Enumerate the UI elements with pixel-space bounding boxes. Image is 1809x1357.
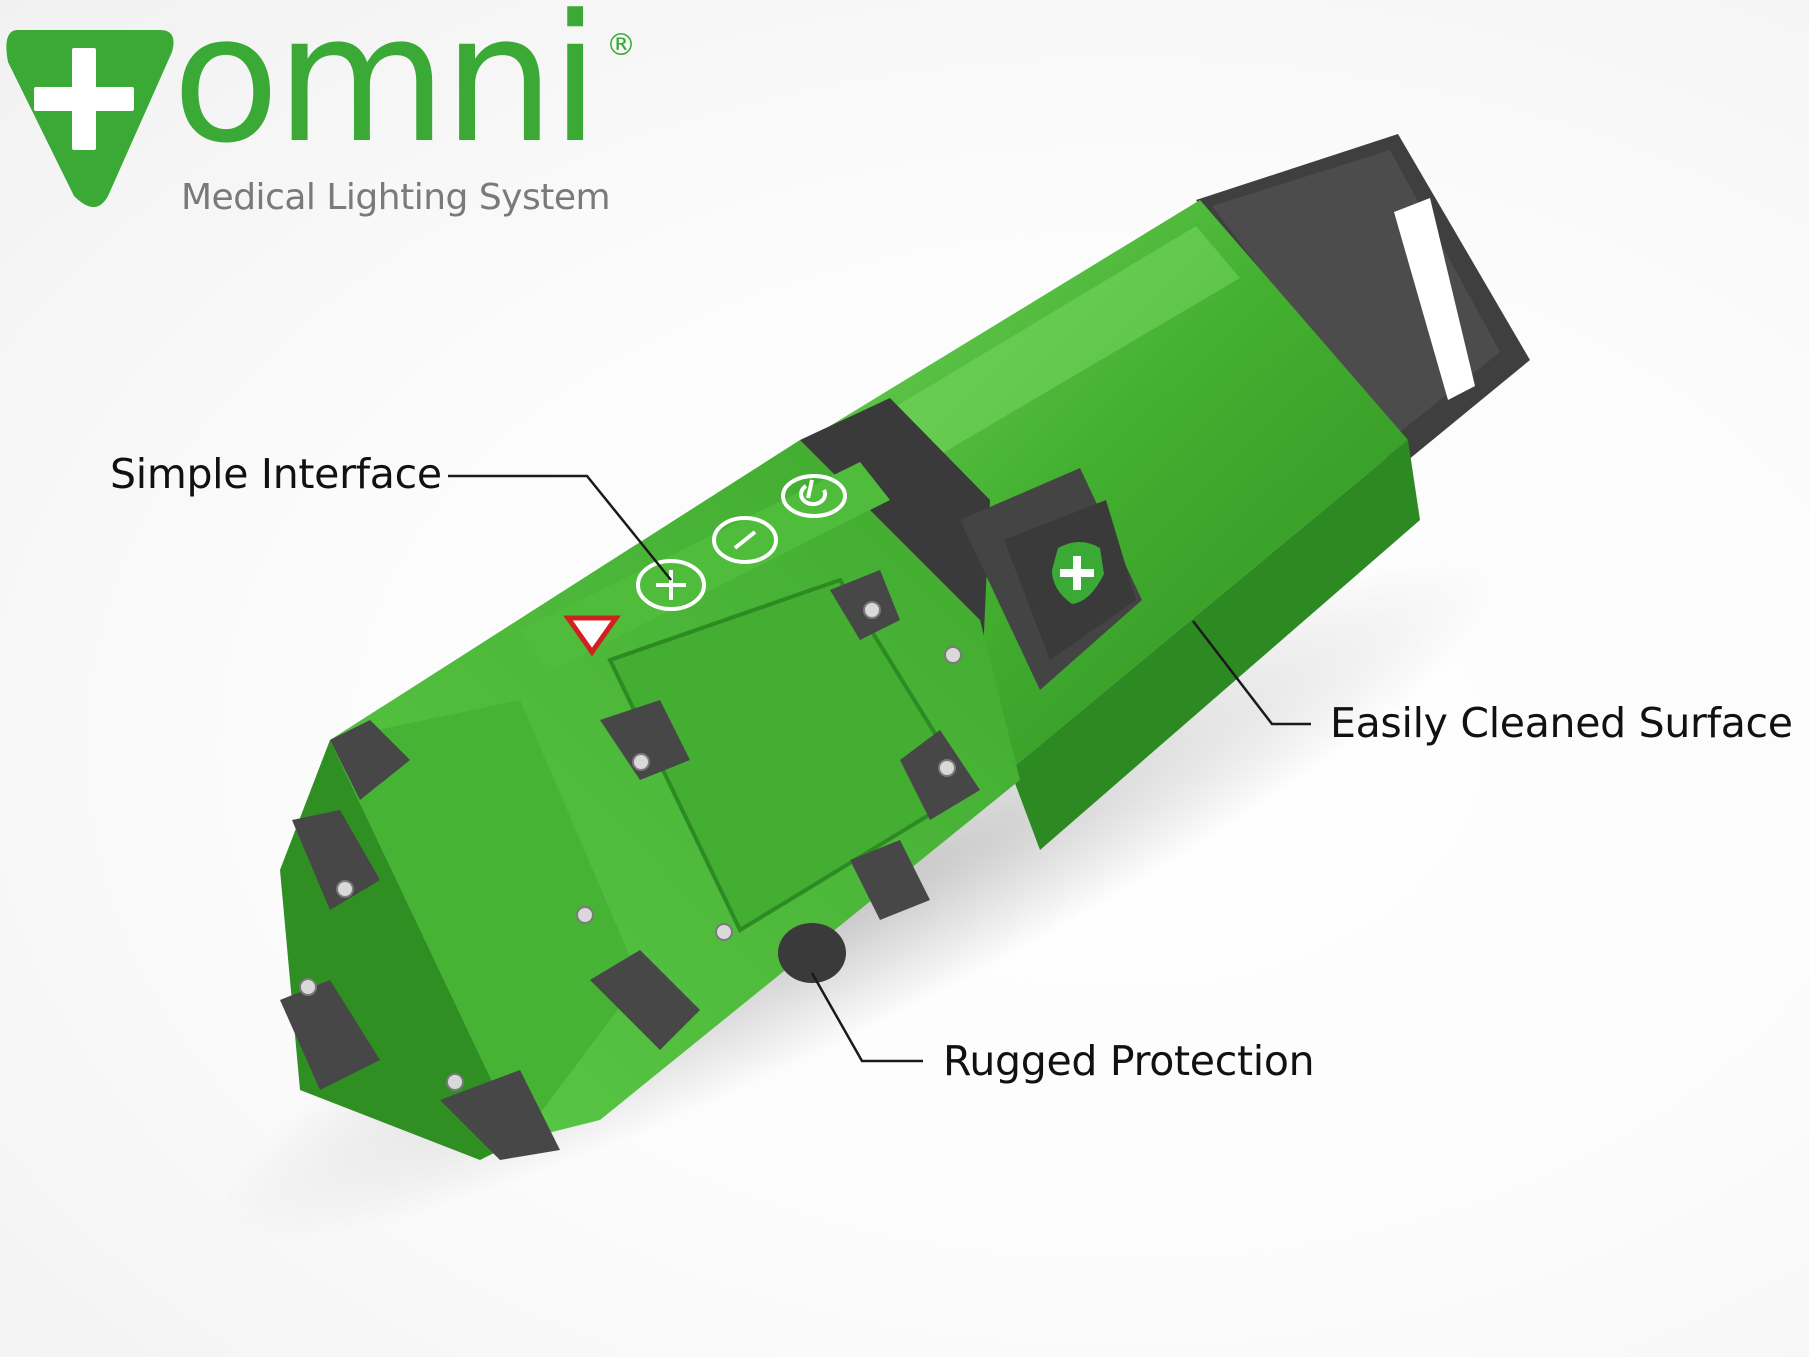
- registered-mark: ®: [606, 28, 636, 63]
- power-button-icon[interactable]: [781, 474, 847, 518]
- minus-button-icon[interactable]: [712, 516, 778, 564]
- logo-tagline: Medical Lighting System: [181, 177, 611, 218]
- callout-easily-cleaned-surface: Easily Cleaned Surface: [1330, 699, 1793, 747]
- plus-button-icon[interactable]: [636, 559, 706, 611]
- screws: [299, 601, 962, 1091]
- rugged-knob: [778, 923, 846, 983]
- leader-easily-cleaned: [1192, 620, 1311, 726]
- leader-lines: [448, 474, 1311, 1063]
- warning-triangle-icon: [563, 615, 621, 657]
- leader-rugged-protection: [810, 972, 923, 1063]
- corner-bumpers: [280, 570, 980, 1160]
- logo: [6, 30, 174, 207]
- callout-rugged-protection: Rugged Protection: [943, 1037, 1315, 1085]
- leader-simple-interface: [448, 474, 672, 581]
- callout-simple-interface: Simple Interface: [110, 450, 442, 498]
- interface-panel: [520, 462, 890, 672]
- carry-handle: [1196, 134, 1530, 470]
- logo-wordmark: omni: [172, 0, 600, 182]
